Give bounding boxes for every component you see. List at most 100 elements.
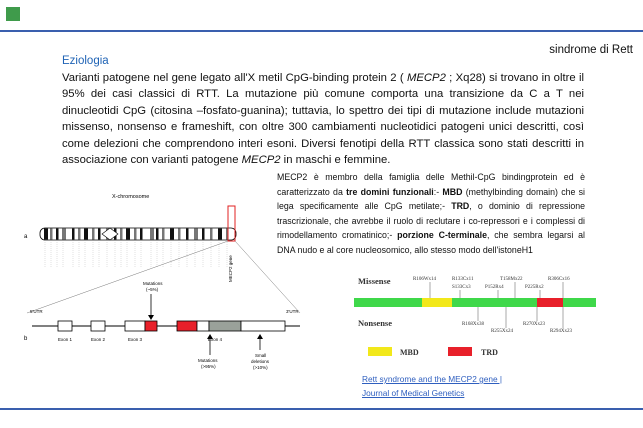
mut-label: R306Cx16 — [548, 277, 570, 282]
exon-3 — [124, 320, 146, 332]
header-bar — [0, 0, 643, 32]
exon-1-label: Exon 1 — [58, 337, 73, 342]
reference-link[interactable]: Rett syndrome and the MECP2 gene | Journ… — [362, 372, 562, 400]
section-title: Eziologia — [62, 55, 109, 67]
chromosome-outline — [39, 227, 237, 241]
chromosome-band — [170, 228, 174, 240]
mecp2-highlight — [227, 205, 236, 242]
chromosome-band — [156, 228, 159, 240]
side-segment: TRD — [451, 201, 470, 211]
mut-label: R255Xx24 — [491, 329, 513, 334]
arrow-deletion-head — [257, 334, 263, 339]
mutation-map-figure: Missense Nonsense R106Wx14 R133Cx11 S133… — [354, 276, 596, 357]
chromosome-band — [120, 228, 123, 240]
side-segment: , o dominio di repressione trascrizional… — [277, 201, 585, 240]
main-segment: MECP2 — [241, 154, 281, 167]
legend-mbd-swatch — [368, 347, 392, 356]
legend-trd-label: TRD — [481, 348, 498, 357]
mut-label: R106Wx14 — [413, 277, 437, 282]
chromosome-band — [194, 228, 198, 240]
missense-ticks — [429, 282, 564, 298]
side-segment: tre domini funzionali — [346, 186, 434, 197]
chromosome-band — [186, 228, 189, 240]
chromosome-band — [210, 228, 213, 240]
chromosome-band — [78, 228, 81, 240]
chromosome-band — [56, 228, 59, 240]
exon-3-red — [144, 320, 158, 332]
mut-label: R270Xx23 — [523, 322, 545, 327]
trd-domain — [537, 298, 563, 307]
side-segment: porzione C-terminale — [397, 230, 487, 240]
chromosome-band — [126, 228, 130, 240]
exon-4-red — [176, 320, 198, 332]
protein-bar — [354, 298, 596, 307]
side-segment: MBD — [442, 186, 463, 197]
utr3-label: 3'UTR — [286, 309, 299, 314]
chromosome-band — [92, 228, 95, 240]
small-deletions-pct: (>10%) — [253, 365, 268, 370]
side-segment: , che sembra legarsi al DNA nudo e al co… — [277, 230, 585, 255]
mbd-domain — [422, 298, 452, 307]
side-segment: MECP2 è membro della famiglia delle Meth… — [277, 172, 585, 197]
mutations-bottom-pct: (>95%) — [201, 364, 216, 369]
exon-1 — [57, 320, 73, 332]
chromosome-band — [162, 228, 165, 240]
exon-4-label: Exon 4 — [208, 337, 223, 342]
chromosome-band — [72, 228, 75, 240]
reference-line-1[interactable]: Rett syndrome and the MECP2 gene | — [362, 374, 503, 384]
arrow-top-head — [148, 315, 154, 320]
label-b: b — [24, 336, 28, 342]
exon-3-label: Exon 3 — [128, 337, 143, 342]
chromosome-band — [62, 228, 66, 240]
zoom-line-left — [26, 240, 229, 314]
nonsense-label: Nonsense — [358, 318, 392, 328]
utr5-label: 5'UTR — [30, 309, 43, 314]
main-paragraph: Varianti patogene nel gene legato all'X … — [62, 70, 584, 168]
chromosome-band — [218, 228, 222, 240]
mut-label: S133Cx3 — [452, 285, 471, 290]
mutations-top-pct: (~5%) — [146, 287, 159, 292]
header-square-icon — [6, 7, 20, 21]
exon-2 — [90, 320, 106, 332]
main-segment: ; Xq28) si trovano in oltre il 95% dei c… — [62, 72, 584, 167]
chromosome-band — [134, 228, 137, 240]
mut-label: R133Cx11 — [452, 277, 474, 282]
mut-label: R168Xx38 — [462, 322, 484, 327]
chromosome — [39, 227, 237, 268]
nonsense-mutations: R168Xx38 R255Xx24 R270Xx23 R294Xx23 — [462, 322, 572, 334]
chromosome-band — [202, 228, 205, 240]
chromosome-band — [50, 228, 53, 240]
exon-4-white — [196, 320, 210, 332]
mut-label: P152Rx4 — [485, 285, 504, 290]
reference-line-2[interactable]: Journal of Medical Genetics — [362, 388, 465, 398]
missense-mutations: R106Wx14 R133Cx11 S133Cx3 T158Mx22 P152R… — [413, 277, 570, 290]
mutations-top-label: Mutations — [143, 281, 163, 286]
arrow-bottom-head — [207, 334, 213, 339]
nonsense-ticks — [477, 307, 564, 328]
chromosome-band — [178, 228, 181, 240]
exon-4-tail — [240, 320, 286, 332]
chromosome-band — [150, 228, 154, 240]
chromosome-band — [140, 228, 143, 240]
chromosome-band — [226, 228, 229, 240]
chromosome-title: X-chromosome — [112, 194, 149, 200]
main-segment: MECP2 — [406, 72, 446, 84]
side-segment: (methylbinding domain) che si lega speci… — [277, 186, 585, 212]
zoom-line-right — [234, 240, 301, 314]
side-paragraph: MECP2 è membro della famiglia delle Meth… — [277, 170, 585, 257]
centromere — [101, 227, 119, 241]
label-a: a — [24, 234, 28, 240]
missense-label: Missense — [358, 276, 391, 286]
side-segment: :- — [433, 186, 443, 197]
footer-line — [0, 408, 643, 410]
mutations-bottom-label: Mutations — [198, 358, 218, 363]
page-header-text: sindrome di Rett — [549, 44, 633, 56]
mut-label: T158Mx22 — [500, 277, 523, 282]
small-deletions-label2: deletions — [251, 359, 270, 364]
chromosome-band — [44, 228, 48, 240]
small-deletions-label: Small — [255, 353, 266, 358]
main-segment: in maschi e femmine. — [280, 154, 391, 167]
legend-mbd-label: MBD — [400, 348, 419, 357]
legend-trd-swatch — [448, 347, 472, 356]
mecp2-gene-label: MECP2 gene — [228, 255, 233, 282]
